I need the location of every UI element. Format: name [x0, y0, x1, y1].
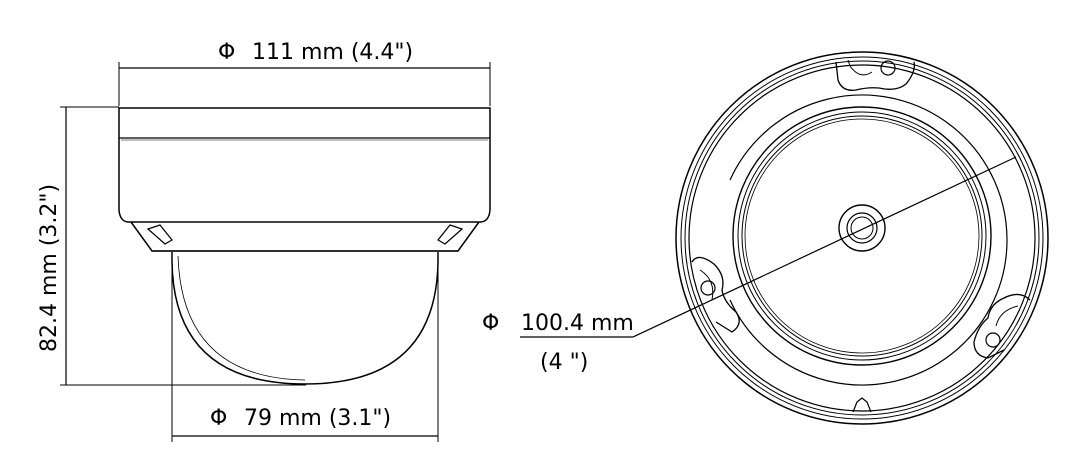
right-mount-hole [973, 293, 1031, 359]
base-diameter-label: 100.4 mm [521, 311, 634, 336]
base-diameter-label-inches: (4 ") [540, 350, 588, 375]
top-mount-hole [835, 59, 915, 91]
base-diameter-symbol: Φ [482, 311, 499, 336]
top-width-label: 111 mm (4.4") [252, 40, 413, 65]
top-width-symbol: Φ [218, 40, 235, 65]
inner-housing-ring [732, 106, 992, 366]
base-diameter-leader-line [520, 156, 1017, 338]
height-label: 82.4 mm (3.2") [37, 184, 62, 352]
camera-housing [118, 107, 491, 252]
camera-dome [171, 252, 439, 385]
right-screw-notch [437, 224, 464, 245]
bottom-view [520, 51, 1049, 425]
side-view: Φ 111 mm (4.4") 82.4 mm (3.2") [37, 40, 491, 442]
dome-width-dimension-line [171, 260, 439, 442]
dome-width-label: 79 mm (3.1") [244, 406, 391, 431]
height-dimension-line [60, 106, 306, 386]
center-lens [838, 204, 886, 252]
bottom-notch [852, 397, 872, 413]
dome-width-symbol: Φ [210, 406, 227, 431]
left-screw-notch [146, 224, 173, 245]
left-mount-hole [691, 256, 740, 333]
top-width-dimension-line [118, 62, 491, 106]
